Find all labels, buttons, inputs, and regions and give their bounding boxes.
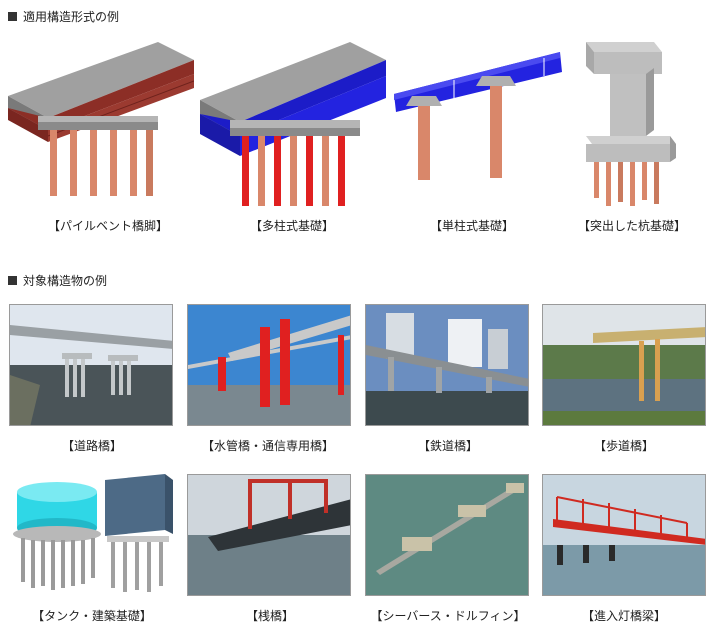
section-title-target-structures: 対象構造物の例 <box>8 272 107 289</box>
photo-railway-bridge <box>365 304 529 426</box>
photo-pier <box>187 474 351 596</box>
caption-pedestrian-bridge: 【歩道橋】 <box>593 439 654 453</box>
bullet-square-icon <box>8 276 17 285</box>
photo-pedestrian-bridge <box>542 304 706 426</box>
photo-road-bridge <box>9 304 173 426</box>
caption-single-column-foundation: 【単柱式基礎】 <box>429 219 514 233</box>
illustration-protruding-pile-foundation <box>580 40 680 208</box>
illustration-single-column-foundation <box>394 50 564 210</box>
caption-railway-bridge: 【鉄道橋】 <box>417 439 478 453</box>
caption-pile-bent-pier: 【パイルベント橋脚】 <box>47 219 168 233</box>
photo-approach-light-bridge <box>542 474 706 596</box>
caption-approach-light-bridge: 【進入灯橋梁】 <box>581 609 666 623</box>
photo-sea-berth-dolphin <box>365 474 529 596</box>
section-title-structure-types: 適用構造形式の例 <box>8 8 119 25</box>
illustration-pile-bent-pier <box>8 38 194 198</box>
illustration-multi-column-foundation <box>200 38 386 208</box>
section-title-text: 対象構造物の例 <box>23 274 108 288</box>
caption-protruding-pile-foundation: 【突出した杭基礎】 <box>577 219 686 233</box>
caption-pier: 【桟橋】 <box>245 609 294 623</box>
section-title-text: 適用構造形式の例 <box>23 10 120 24</box>
caption-multi-column-foundation: 【多柱式基礎】 <box>249 219 334 233</box>
caption-sea-berth-dolphin: 【シーバース・ドルフィン】 <box>370 609 526 623</box>
caption-tank-building-foundation: 【タンク・建築基礎】 <box>32 609 152 623</box>
illustration-tank-building-foundation <box>9 474 173 596</box>
caption-road-bridge: 【道路橋】 <box>61 439 122 453</box>
caption-water-pipe-bridge: 【水管橋・通信専用橋】 <box>201 439 334 453</box>
bullet-square-icon <box>8 12 17 21</box>
photo-water-pipe-bridge <box>187 304 351 426</box>
